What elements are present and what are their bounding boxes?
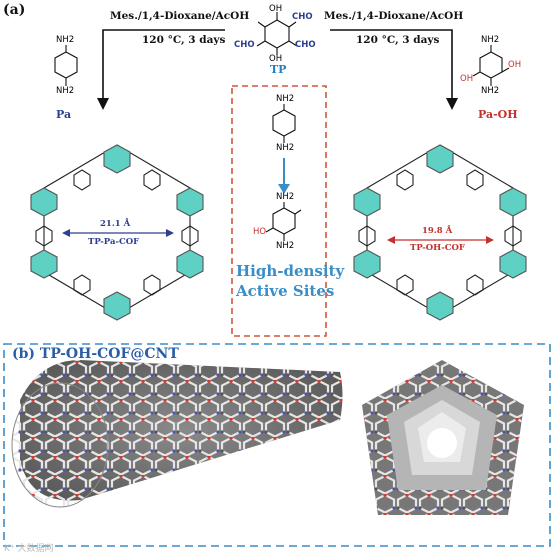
pa-oh-nh2-top: NH2 xyxy=(481,35,500,45)
cof-left-name: TP-Pa-COF xyxy=(88,237,140,247)
pa-oh-oh-right: OH xyxy=(508,60,522,70)
reaction-arrow-right xyxy=(330,29,453,100)
tp-cho-top: CHO xyxy=(292,12,313,22)
reaction-arrow-left xyxy=(102,29,225,100)
pa-nh2-top: NH2 xyxy=(56,35,75,45)
tp-molecule xyxy=(256,12,298,55)
reaction-left-conditions-2: 120 °C, 3 days xyxy=(142,34,226,46)
pa-molecule xyxy=(54,45,78,86)
cof-left-framework xyxy=(30,144,204,321)
center-nh2-4: NH2 xyxy=(276,241,295,251)
tp-label: TP xyxy=(270,63,287,76)
center-down-arrowhead xyxy=(278,184,290,194)
high-density-line1: High-density xyxy=(236,262,345,280)
pore-arrowhead-right-b xyxy=(486,236,494,244)
pa-label: Pa xyxy=(56,108,72,121)
tp-oh-top: OH xyxy=(269,4,283,14)
pa-oh-molecule xyxy=(472,45,510,86)
cnt-end-view xyxy=(362,360,524,515)
pore-arrowhead-left-a xyxy=(62,229,70,237)
tp-cho-left: CHO xyxy=(234,40,255,50)
center-nh2-2: NH2 xyxy=(276,143,295,153)
watermark: K⁺ 大数据网 xyxy=(4,544,54,554)
cnt-side-view xyxy=(11,360,343,508)
pa-oh-oh-left: OH xyxy=(460,74,474,84)
center-nh2-3: NH2 xyxy=(276,192,295,202)
reaction-arrowhead-right xyxy=(446,98,458,110)
pa-oh-label: Pa-OH xyxy=(478,108,518,121)
pa-oh-nh2-bottom: NH2 xyxy=(481,86,500,96)
pore-arrowhead-right-a xyxy=(387,236,395,244)
cof-left-pore-size: 21.1 Å xyxy=(100,219,131,229)
reaction-arrowhead-left xyxy=(97,98,109,110)
center-pa-oh-molecule xyxy=(265,202,302,241)
center-nh2-1: NH2 xyxy=(276,94,295,104)
panel-a-label: (a) xyxy=(3,2,26,18)
center-pa-molecule xyxy=(272,104,296,143)
pa-nh2-bottom: NH2 xyxy=(56,86,75,96)
panel-b-label: (b) TP-OH-COF@CNT xyxy=(12,346,179,362)
high-density-line2: Active Sites xyxy=(236,282,335,300)
panel-b-dashed-box xyxy=(3,343,551,547)
reaction-left-conditions-1: Mes./1,4-Dioxane/AcOH xyxy=(110,10,250,22)
pore-arrowhead-left-b xyxy=(166,229,174,237)
cof-right-name: TP-OH-COF xyxy=(410,243,465,253)
tp-oh-bottom: OH xyxy=(269,54,283,64)
tp-cho-right: CHO xyxy=(295,40,316,50)
cof-right-pore-size: 19.8 Å xyxy=(422,226,453,236)
cof-right-framework xyxy=(353,144,527,321)
reaction-right-conditions-1: Mes./1,4-Dioxane/AcOH xyxy=(324,10,464,22)
reaction-right-conditions-2: 120 °C, 3 days xyxy=(356,34,440,46)
center-ho: HO xyxy=(253,227,267,237)
center-dashed-box xyxy=(231,85,327,337)
